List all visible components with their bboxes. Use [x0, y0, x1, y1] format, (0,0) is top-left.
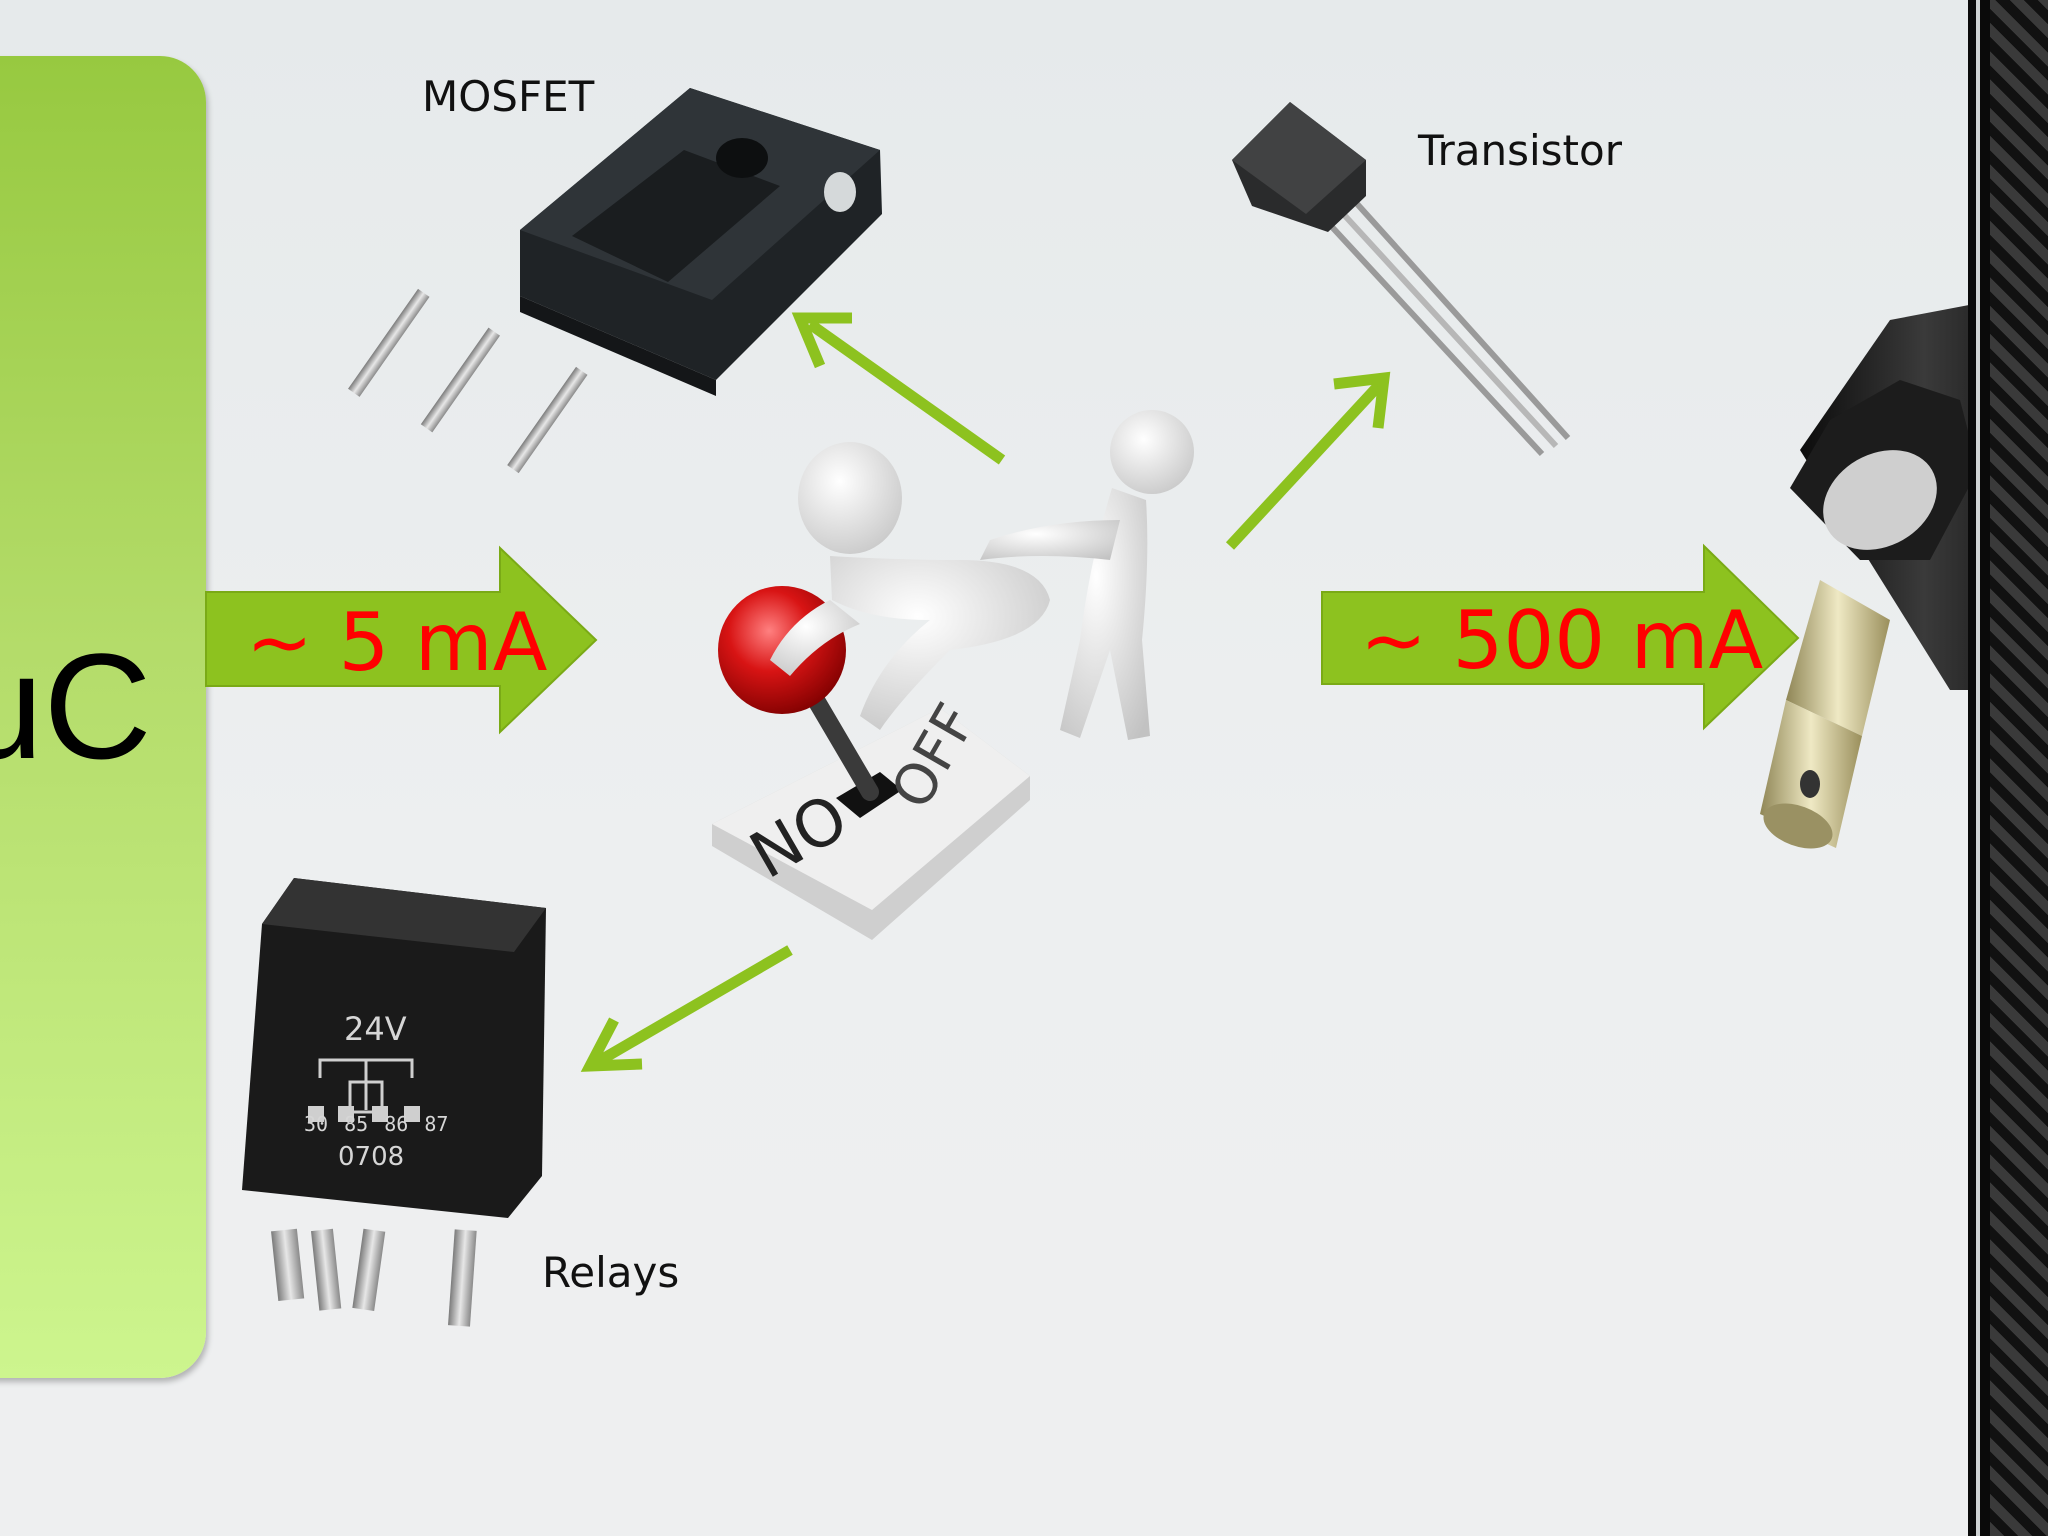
input-current-label: ~ 5 mA [246, 596, 548, 689]
output-current-label: ~ 500 mA [1360, 594, 1764, 687]
frame-edge-line [1976, 0, 1980, 1536]
arrow-to-mosfet [791, 312, 1006, 465]
transistor-icon [1232, 102, 1571, 457]
relay-code-marking: 0708 [338, 1142, 405, 1172]
output-current-arrow [1321, 543, 1800, 731]
right-border-frame [1968, 0, 2048, 1536]
relay-icon [242, 878, 546, 1327]
microcontroller-label: uC [0, 622, 152, 790]
input-current-arrow [205, 545, 598, 735]
relays-label: Relays [542, 1248, 680, 1297]
microcontroller-box [0, 56, 206, 1378]
relay-pin-marking: 30 85 86 87 [304, 1112, 449, 1136]
arrow-to-relay [580, 945, 793, 1072]
transistor-label: Transistor [1418, 126, 1622, 175]
mosfet-icon [348, 88, 882, 474]
arrow-to-transistor [1225, 371, 1391, 550]
frame-pattern [1990, 0, 2048, 1536]
switch-figure-icon [712, 410, 1194, 940]
mosfet-label: MOSFET [422, 72, 595, 121]
relay-voltage-marking: 24V [344, 1010, 407, 1048]
